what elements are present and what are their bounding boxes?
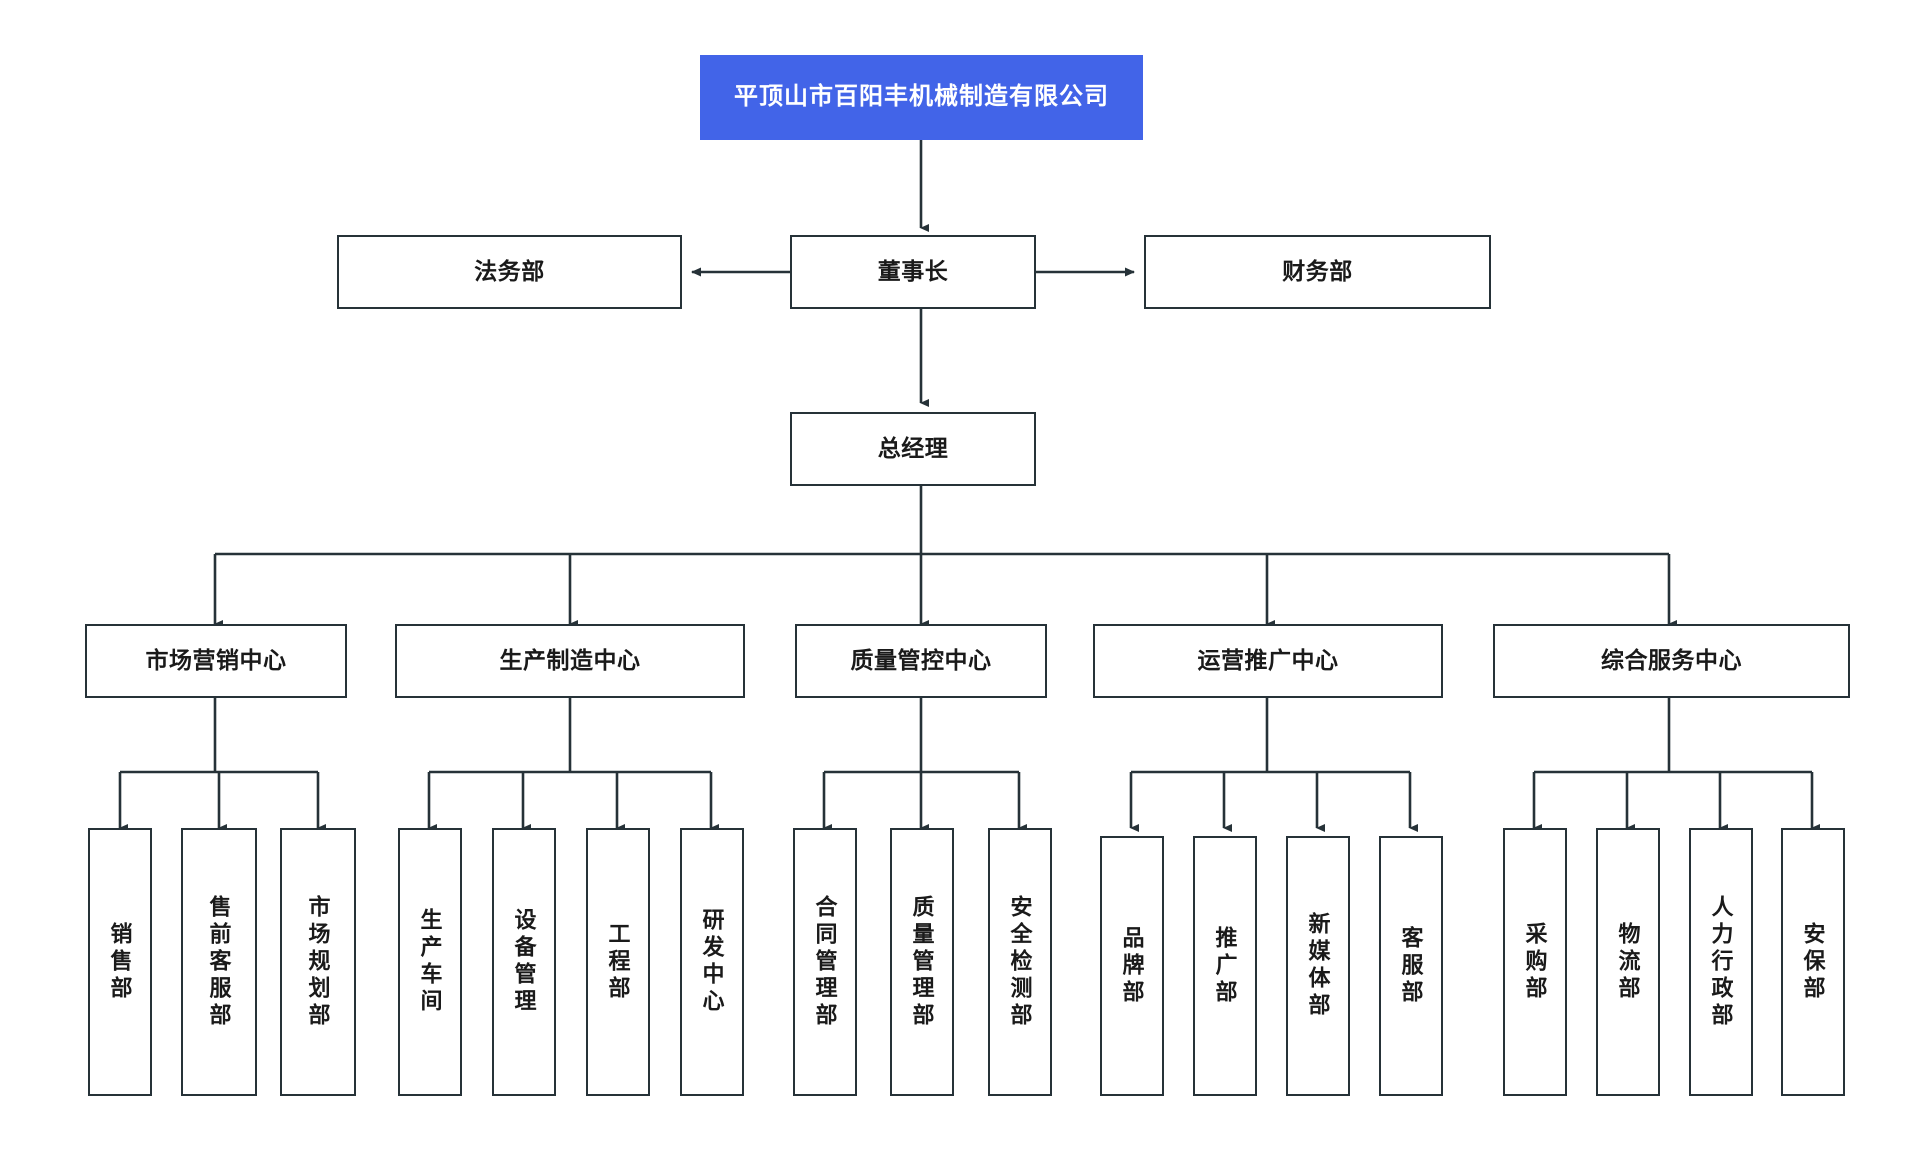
node-label: 总经理 [877,435,949,462]
node-label: 质量管理部 [909,894,935,1030]
node-label: 物流部 [1615,921,1641,1003]
node-dept-logistics[interactable]: 物流部 [1596,828,1660,1096]
node-dept-market-planning[interactable]: 市场规划部 [280,828,356,1096]
node-dept-brand[interactable]: 品牌部 [1100,836,1164,1096]
node-label: 董事长 [877,258,949,285]
node-label: 生产制造中心 [499,647,641,674]
node-label: 售前客服部 [206,894,232,1030]
node-center-marketing[interactable]: 市场营销中心 [85,624,347,698]
node-dept-sales[interactable]: 销售部 [88,828,152,1096]
node-label: 设备管理 [511,908,537,1016]
node-label: 合同管理部 [812,894,838,1030]
node-label: 工程部 [605,921,631,1003]
node-company-root[interactable]: 平顶山市百阳丰机械制造有限公司 [700,55,1143,140]
node-label: 综合服务中心 [1601,647,1742,674]
node-dept-safety-inspection[interactable]: 安全检测部 [988,828,1052,1096]
node-label: 市场营销中心 [145,647,287,674]
node-dept-production-workshop[interactable]: 生产车间 [398,828,462,1096]
node-dept-new-media[interactable]: 新媒体部 [1286,836,1350,1096]
node-label: 财务部 [1282,258,1353,285]
node-center-quality[interactable]: 质量管控中心 [795,624,1047,698]
node-label: 新媒体部 [1305,912,1331,1020]
node-label: 平顶山市百阳丰机械制造有限公司 [734,83,1109,111]
node-dept-contract-management[interactable]: 合同管理部 [793,828,857,1096]
node-chairman[interactable]: 董事长 [790,235,1036,309]
node-dept-customer-service[interactable]: 客服部 [1379,836,1443,1096]
node-label: 推广部 [1212,925,1238,1007]
connector-group-centers [213,486,1677,628]
node-general-manager[interactable]: 总经理 [790,412,1036,486]
node-center-production[interactable]: 生产制造中心 [395,624,745,698]
node-dept-presales-service[interactable]: 售前客服部 [181,828,257,1096]
node-label: 安保部 [1800,921,1826,1003]
node-dept-engineering[interactable]: 工程部 [586,828,650,1096]
node-dept-promotion[interactable]: 推广部 [1193,836,1257,1096]
node-dept-equipment-management[interactable]: 设备管理 [492,828,556,1096]
node-finance-department[interactable]: 财务部 [1144,235,1491,309]
node-label: 研发中心 [699,908,725,1016]
node-dept-procurement[interactable]: 采购部 [1503,828,1567,1096]
node-label: 生产车间 [417,908,443,1016]
node-label: 销售部 [107,921,133,1003]
node-dept-quality-management[interactable]: 质量管理部 [890,828,954,1096]
node-label: 质量管控中心 [850,647,992,674]
node-label: 品牌部 [1119,925,1145,1007]
node-dept-security[interactable]: 安保部 [1781,828,1845,1096]
node-label: 市场规划部 [305,894,331,1030]
node-center-operations[interactable]: 运营推广中心 [1093,624,1443,698]
node-label: 采购部 [1522,921,1548,1003]
node-legal-department[interactable]: 法务部 [337,235,682,309]
node-dept-rnd-center[interactable]: 研发中心 [680,828,744,1096]
node-center-general-services[interactable]: 综合服务中心 [1493,624,1850,698]
node-label: 安全检测部 [1007,894,1033,1030]
connector-group-departments [118,698,1820,832]
node-label: 客服部 [1398,925,1424,1007]
node-label: 运营推广中心 [1197,647,1339,674]
node-dept-hr-administration[interactable]: 人力行政部 [1689,828,1753,1096]
node-label: 人力行政部 [1708,894,1734,1030]
node-label: 法务部 [474,258,545,285]
